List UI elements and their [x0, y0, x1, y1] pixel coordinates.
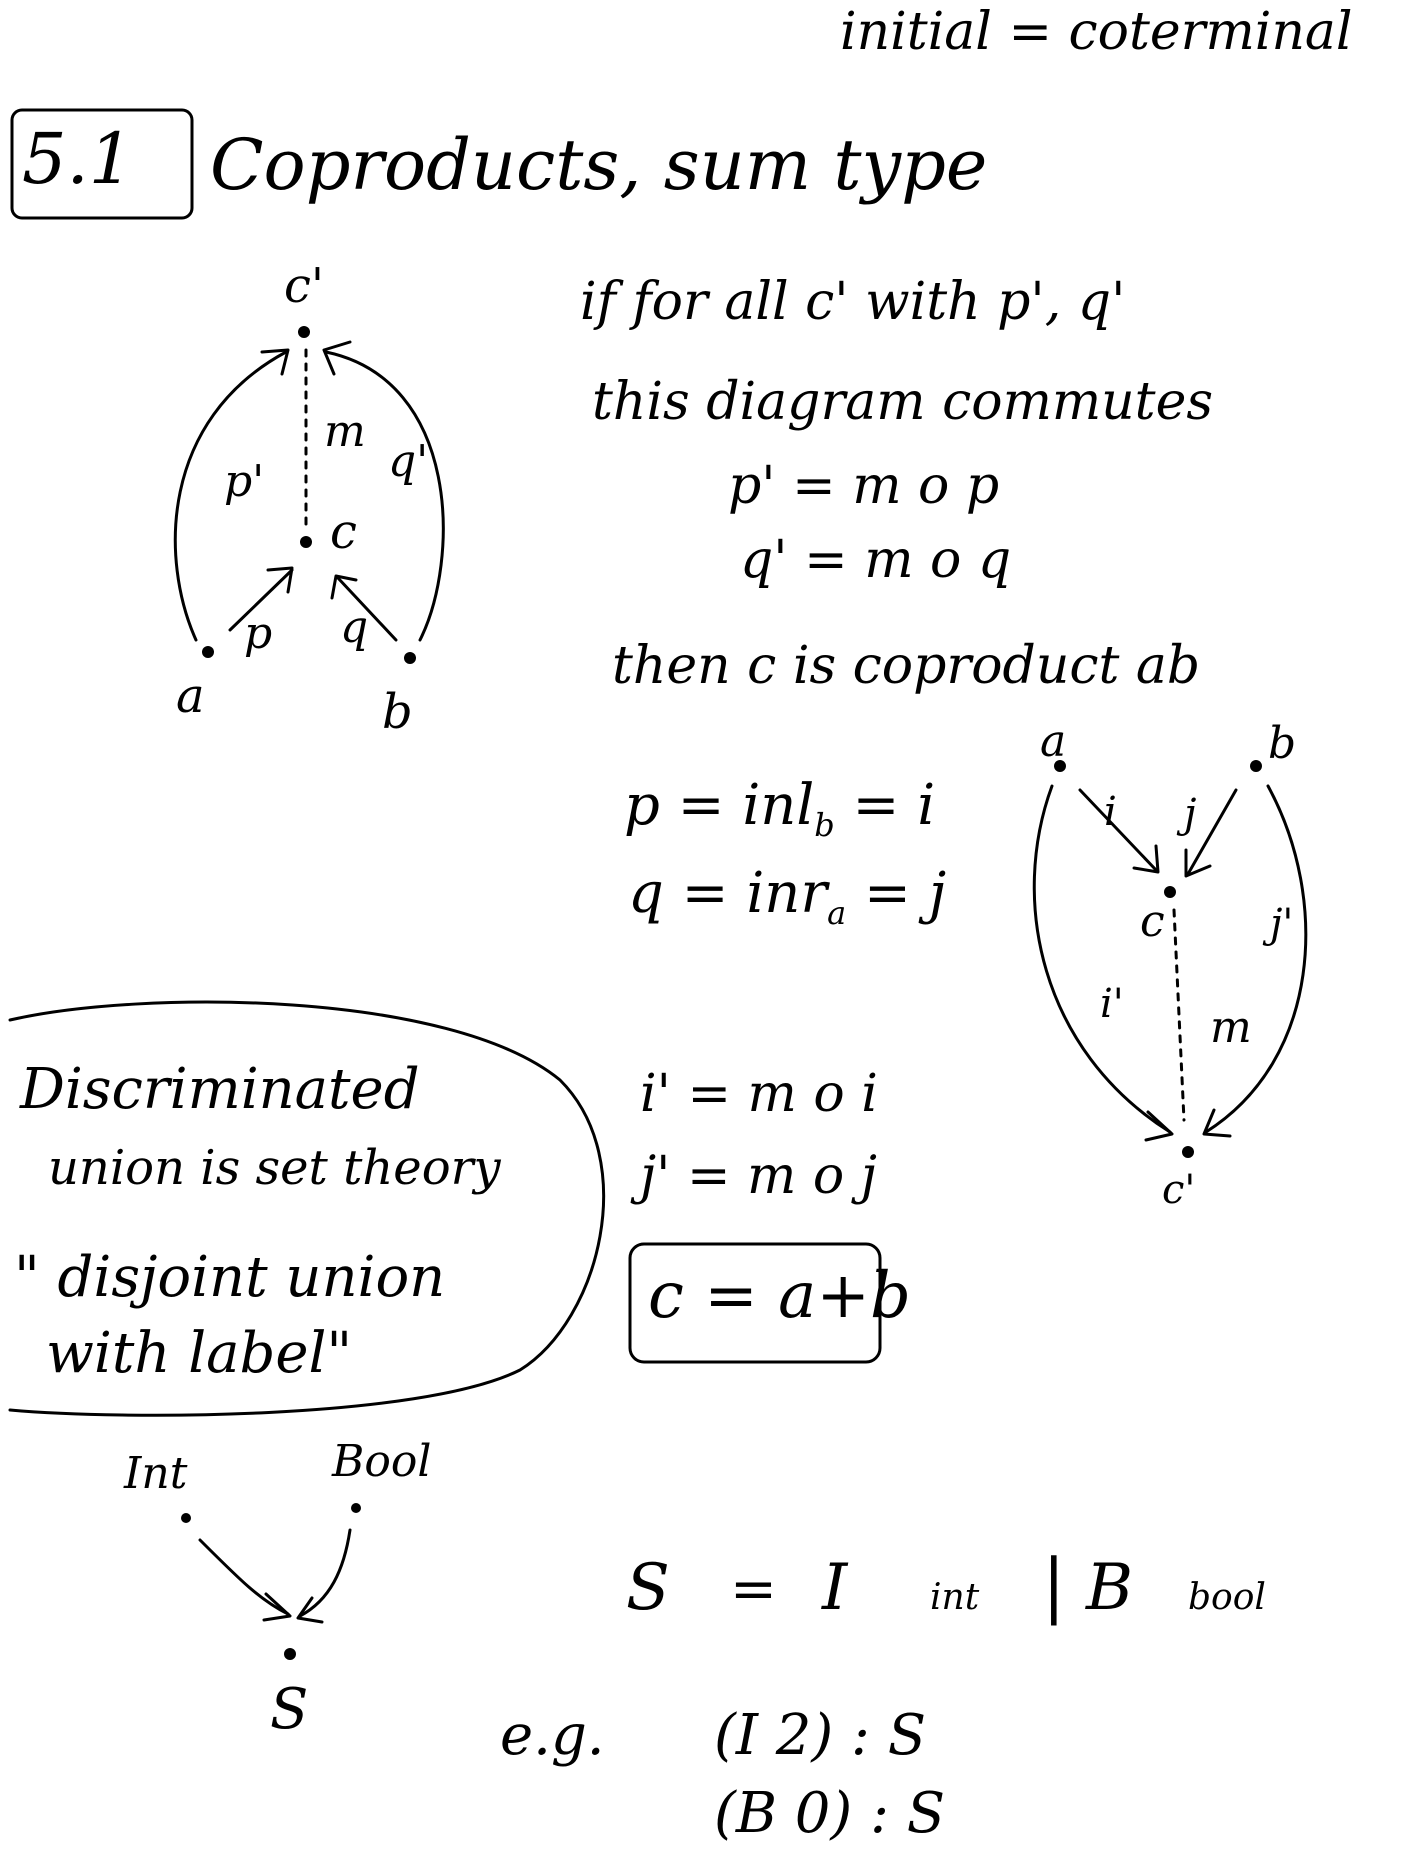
condition-eq-1: p' = m o p — [728, 456, 1000, 516]
arrowhead-j — [1184, 848, 1212, 878]
label-j: j — [1184, 791, 1197, 837]
sum-type-int: int — [930, 1577, 980, 1618]
condition-eq-2: q' = m o q — [740, 530, 1012, 590]
arrowhead-bool-to-s — [296, 1596, 324, 1624]
arrowhead-q-prime — [322, 340, 352, 376]
label-q-prime: q' — [388, 436, 429, 487]
arrow-q-prime — [324, 350, 445, 642]
label-c-2: c — [1140, 896, 1165, 947]
arrow-j — [1186, 788, 1238, 876]
arrowhead-i — [1132, 844, 1160, 874]
result-box — [628, 1242, 882, 1364]
injection-p-sub: b — [814, 806, 835, 845]
label-q: q — [340, 602, 369, 653]
node-int — [181, 1513, 191, 1523]
arrowhead-p-prime — [260, 348, 290, 376]
sum-type-i: I — [822, 1551, 848, 1625]
node-bool — [351, 1503, 361, 1513]
discriminated-line-1: Discriminated — [20, 1057, 420, 1122]
condition-line-3: then c is coproduct ab — [612, 636, 1201, 696]
injection-q-sub: a — [827, 894, 847, 933]
sum-type-s: S — [626, 1551, 670, 1625]
condition-line-2: this diagram commutes — [592, 372, 1214, 432]
injection-q: q = inra = j — [628, 866, 946, 933]
discriminated-bubble — [8, 1000, 606, 1417]
arrow-q — [336, 576, 398, 642]
label-int: Int — [124, 1448, 188, 1499]
label-a: a — [176, 668, 205, 724]
injection-p-main: p = inl — [624, 773, 815, 838]
label-p: p — [244, 608, 273, 659]
label-p-prime: p' — [224, 456, 265, 507]
node-c-prime-2 — [1182, 1146, 1194, 1158]
node-c-prime — [298, 326, 310, 338]
arrow-bool-to-s — [298, 1528, 352, 1618]
label-m-2: m — [1210, 1002, 1252, 1053]
label-b: b — [382, 684, 413, 740]
label-c-prime-2: c' — [1162, 1167, 1196, 1213]
arrowhead-q — [330, 574, 358, 600]
label-b-2: b — [1268, 718, 1297, 769]
injection-q-main: q = inr — [628, 861, 828, 926]
composite-eq-1: i' = m o i — [640, 1064, 878, 1124]
node-c — [300, 536, 312, 548]
result-equation: c = a+b — [648, 1259, 911, 1333]
label-i: i — [1104, 789, 1117, 835]
label-i-prime: i' — [1100, 981, 1124, 1027]
arrow-p-prime — [173, 350, 288, 642]
discriminated-line-3: " disjoint union — [14, 1245, 446, 1310]
arrow-p — [228, 568, 294, 632]
sum-type-bool: bool — [1188, 1577, 1266, 1618]
label-j-prime: j' — [1270, 901, 1294, 947]
node-c-2 — [1164, 886, 1176, 898]
arrowhead-i-prime — [1144, 1110, 1174, 1142]
arrow-i-prime — [1032, 784, 1172, 1134]
node-a — [202, 646, 214, 658]
header-note: initial = coterminal — [840, 2, 1353, 62]
label-c-prime: c' — [284, 258, 325, 314]
section-number: 5.1 — [22, 118, 134, 200]
sum-type-eq: = — [730, 1557, 777, 1622]
node-a-2 — [1054, 760, 1066, 772]
node-b — [404, 652, 416, 664]
discriminated-line-4: with label" — [46, 1321, 353, 1386]
node-b-2 — [1250, 760, 1262, 772]
injection-p-tail: = i — [834, 773, 936, 838]
example-2: (B 0) : S — [714, 1781, 946, 1846]
injection-p: p = inlb = i — [624, 778, 935, 845]
example-1: (I 2) : S — [714, 1703, 927, 1768]
label-a-2: a — [1040, 716, 1067, 767]
arrowhead-j-prime — [1202, 1108, 1232, 1138]
arrow-int-to-s — [198, 1538, 290, 1616]
section-title: Coproducts, sum type — [210, 124, 988, 206]
discriminated-line-2: union is set theory — [48, 1140, 501, 1196]
label-m: m — [324, 406, 366, 457]
arrowhead-int-to-s — [262, 1592, 292, 1622]
arrowhead-p — [266, 566, 294, 594]
morphism-m-dashed-2 — [1172, 908, 1186, 1122]
node-s — [284, 1648, 296, 1660]
arrow-j-prime — [1204, 784, 1308, 1134]
examples-label: e.g. — [500, 1703, 605, 1768]
label-c: c — [330, 504, 357, 560]
sum-type-bar: | — [1042, 1544, 1066, 1626]
injection-q-tail: = j — [846, 861, 947, 926]
arrow-i — [1078, 788, 1158, 872]
label-s: S — [270, 1677, 309, 1742]
composite-eq-2: j' = m o j — [640, 1146, 877, 1206]
sum-type-b: B — [1086, 1551, 1134, 1625]
section-number-box — [10, 108, 194, 220]
label-bool: Bool — [332, 1436, 432, 1487]
condition-line-1: if for all c' with p', q' — [580, 272, 1126, 332]
